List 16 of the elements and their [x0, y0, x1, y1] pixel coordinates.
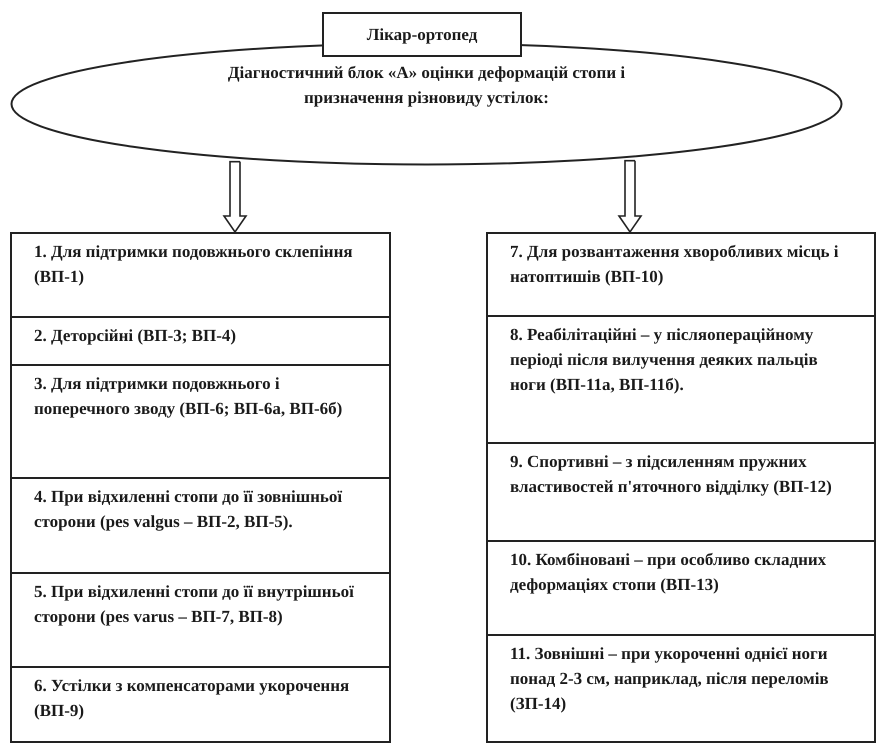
table-row: 11. Зовнішні – при укороченні однієї ноги понад 2-3 см, наприклад, після переломів (ЗП-14): [488, 636, 874, 743]
table-row: 6. Устілки з компенсаторами укорочення (ВП-9): [12, 668, 389, 743]
block-arrow: [222, 160, 248, 234]
table-row: 10. Комбіновані – при особливо складних деформаціях стопи (ВП-13): [488, 542, 874, 636]
table-row: 3. Для підтримки подовжнього і поперечного зводу (ВП-6; ВП-6а, ВП-6б): [12, 366, 389, 479]
table-row: 7. Для розвантаження хворобливих місць і натоптишів (ВП-10): [488, 234, 874, 317]
table-row: 2. Деторсійні (ВП-3; ВП-4): [12, 318, 389, 366]
table-row: 4. При відхиленні стопи до її зовнішньої сторони (pes valgus – ВП-2, ВП-5).: [12, 479, 389, 574]
block-arrow: [617, 160, 643, 234]
table-row: 5. При відхиленні стопи до її внутрішньої сторони (pes varus – ВП-7, ВП-8): [12, 574, 389, 668]
column-box: [486, 232, 876, 743]
table-row: 9. Спортивні – з підсиленням пружних властивостей п'яточного відділку (ВП-12): [488, 444, 874, 542]
title-box: Лікар-ортопед: [322, 12, 522, 57]
table-row: 1. Для підтримки подовжнього склепіння (ВП-1): [12, 234, 389, 318]
table-row: 8. Реабілітаційні – у післяопераційному періоді після вилучення деяких пальців ноги (ВП-11а, ВП-11б).: [488, 317, 874, 444]
column-box: [10, 232, 391, 743]
